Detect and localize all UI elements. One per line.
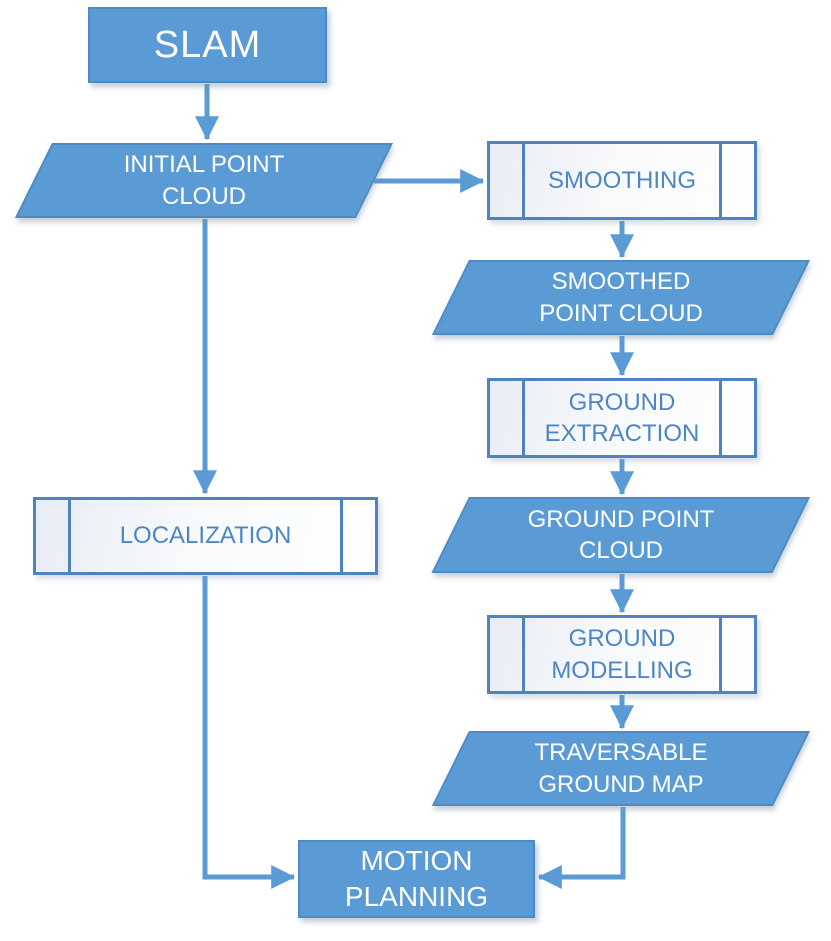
node-traversable-ground-map: TRAVERSABLE GROUND MAP — [432, 731, 810, 806]
node-slam: SLAM — [88, 7, 327, 83]
node-ground-modelling-label-line1: GROUND — [568, 625, 676, 653]
node-ground-extraction-label-line1: GROUND — [568, 388, 676, 416]
node-motion-planning-label-line1: MOTION — [360, 844, 473, 876]
node-ground-modelling: GROUND MODELLING — [487, 615, 757, 694]
predefined-process-bar-right — [719, 618, 722, 691]
node-ground-point-cloud-label-line1: GROUND POINT — [527, 505, 715, 533]
node-initial-point-cloud: INITIAL POINT CLOUD — [15, 143, 393, 218]
arrow-localization-to-motion-planning — [202, 576, 296, 889]
predefined-process-bar-left — [68, 500, 71, 572]
predefined-process-bar-right — [719, 144, 722, 217]
node-smoothing: SMOOTHING — [487, 141, 757, 220]
predefined-process-bar-left — [522, 144, 525, 217]
node-localization-label: LOCALIZATION — [119, 522, 292, 550]
node-ground-extraction-label-line2: EXTRACTION — [544, 420, 700, 447]
node-smoothed-point-cloud-label-line1: SMOOTHED — [551, 268, 691, 296]
node-smoothed-point-cloud-label-line2: POINT CLOUD — [539, 299, 703, 327]
predefined-process-bar-right — [719, 381, 722, 455]
node-ground-point-cloud: GROUND POINT CLOUD — [432, 497, 810, 573]
node-localization: LOCALIZATION — [33, 497, 378, 575]
node-traversable-ground-map-label-line1: TRAVERSABLE — [534, 739, 708, 767]
node-slam-label: SLAM — [153, 23, 262, 66]
node-ground-point-cloud-label-line2: CLOUD — [578, 537, 663, 564]
predefined-process-bar-left — [522, 618, 525, 691]
predefined-process-bar-right — [340, 500, 343, 572]
node-traversable-ground-map-label-line2: GROUND MAP — [538, 770, 704, 798]
node-ground-modelling-label-line2: MODELLING — [551, 656, 693, 684]
node-initial-point-cloud-label-line1: INITIAL POINT — [123, 151, 285, 179]
node-motion-planning-label-line2: PLANNING — [344, 881, 489, 912]
node-ground-extraction: GROUND EXTRACTION — [487, 378, 757, 458]
node-smoothing-label: SMOOTHING — [548, 166, 696, 194]
node-initial-point-cloud-label-line2: CLOUD — [161, 182, 246, 210]
arrow-traversable-ground-map-to-motion-planning — [537, 807, 626, 889]
node-smoothed-point-cloud: SMOOTHED POINT CLOUD — [432, 260, 810, 335]
predefined-process-bar-left — [522, 381, 525, 455]
node-motion-planning: MOTION PLANNING — [298, 840, 535, 918]
